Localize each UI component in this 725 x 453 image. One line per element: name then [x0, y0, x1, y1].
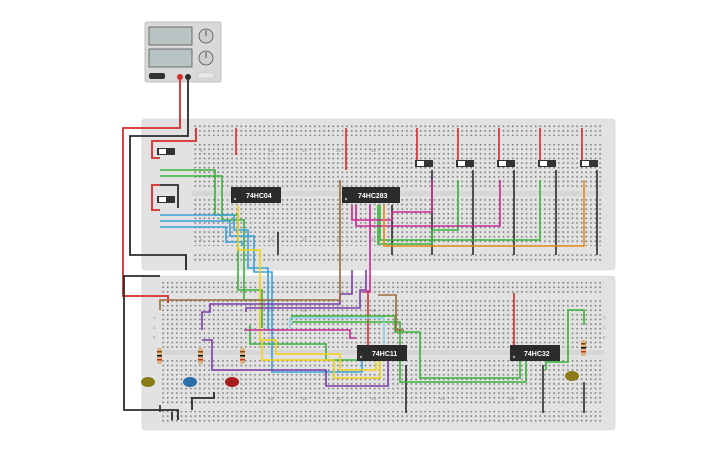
- leds[interactable]: [141, 371, 579, 387]
- svg-text:40: 40: [440, 396, 446, 401]
- svg-text:15: 15: [268, 237, 274, 242]
- svg-text:30: 30: [371, 148, 377, 153]
- svg-text:30: 30: [371, 308, 377, 313]
- svg-text:5: 5: [200, 237, 203, 242]
- svg-text:15: 15: [268, 148, 274, 153]
- signal-wires: [159, 169, 585, 412]
- negative-terminal: [185, 74, 191, 80]
- svg-text:C: C: [603, 325, 607, 330]
- svg-text:20: 20: [302, 308, 308, 313]
- led-4: [565, 371, 579, 381]
- chip-74hc04[interactable]: 74HC04: [231, 187, 281, 203]
- led-2: [183, 377, 197, 387]
- power-supply[interactable]: [144, 21, 222, 83]
- svg-text:E: E: [603, 335, 606, 340]
- svg-text:30: 30: [371, 396, 377, 401]
- led-3: [225, 377, 239, 387]
- dip-switches[interactable]: [157, 148, 598, 203]
- svg-text:30: 30: [371, 237, 377, 242]
- power-switch: [149, 73, 165, 79]
- svg-text:15: 15: [268, 308, 274, 313]
- svg-text:15: 15: [268, 396, 274, 401]
- svg-text:20: 20: [302, 396, 308, 401]
- svg-text:50: 50: [509, 396, 515, 401]
- chip-label-74hc11: 74HC11: [372, 351, 397, 358]
- chip-74hc283[interactable]: 74HC283: [342, 187, 400, 203]
- voltage-display: [148, 26, 193, 46]
- svg-text:25: 25: [336, 148, 342, 153]
- chip-label-74hc04: 74HC04: [246, 193, 272, 200]
- chip-74hc32[interactable]: 74HC32: [510, 345, 560, 361]
- svg-text:E: E: [153, 335, 156, 340]
- svg-text:20: 20: [302, 237, 308, 242]
- board-labels: 5 15 20 25 30 5 15 20 25 30 15 20 30 15 …: [153, 148, 607, 401]
- svg-text:A: A: [603, 315, 606, 320]
- svg-text:5: 5: [200, 148, 203, 153]
- resistors[interactable]: [157, 340, 586, 364]
- led-1: [141, 377, 155, 387]
- positive-terminal: [177, 74, 183, 80]
- current-display: [148, 48, 193, 68]
- chip-74hc11[interactable]: 74HC11: [357, 345, 407, 361]
- svg-text:25: 25: [336, 396, 342, 401]
- svg-text:25: 25: [336, 237, 342, 242]
- chip-label-74hc32: 74HC32: [524, 351, 550, 358]
- chip-label-74hc283: 74HC283: [358, 193, 388, 200]
- svg-text:C: C: [153, 325, 157, 330]
- svg-text:A: A: [153, 315, 156, 320]
- svg-text:20: 20: [302, 148, 308, 153]
